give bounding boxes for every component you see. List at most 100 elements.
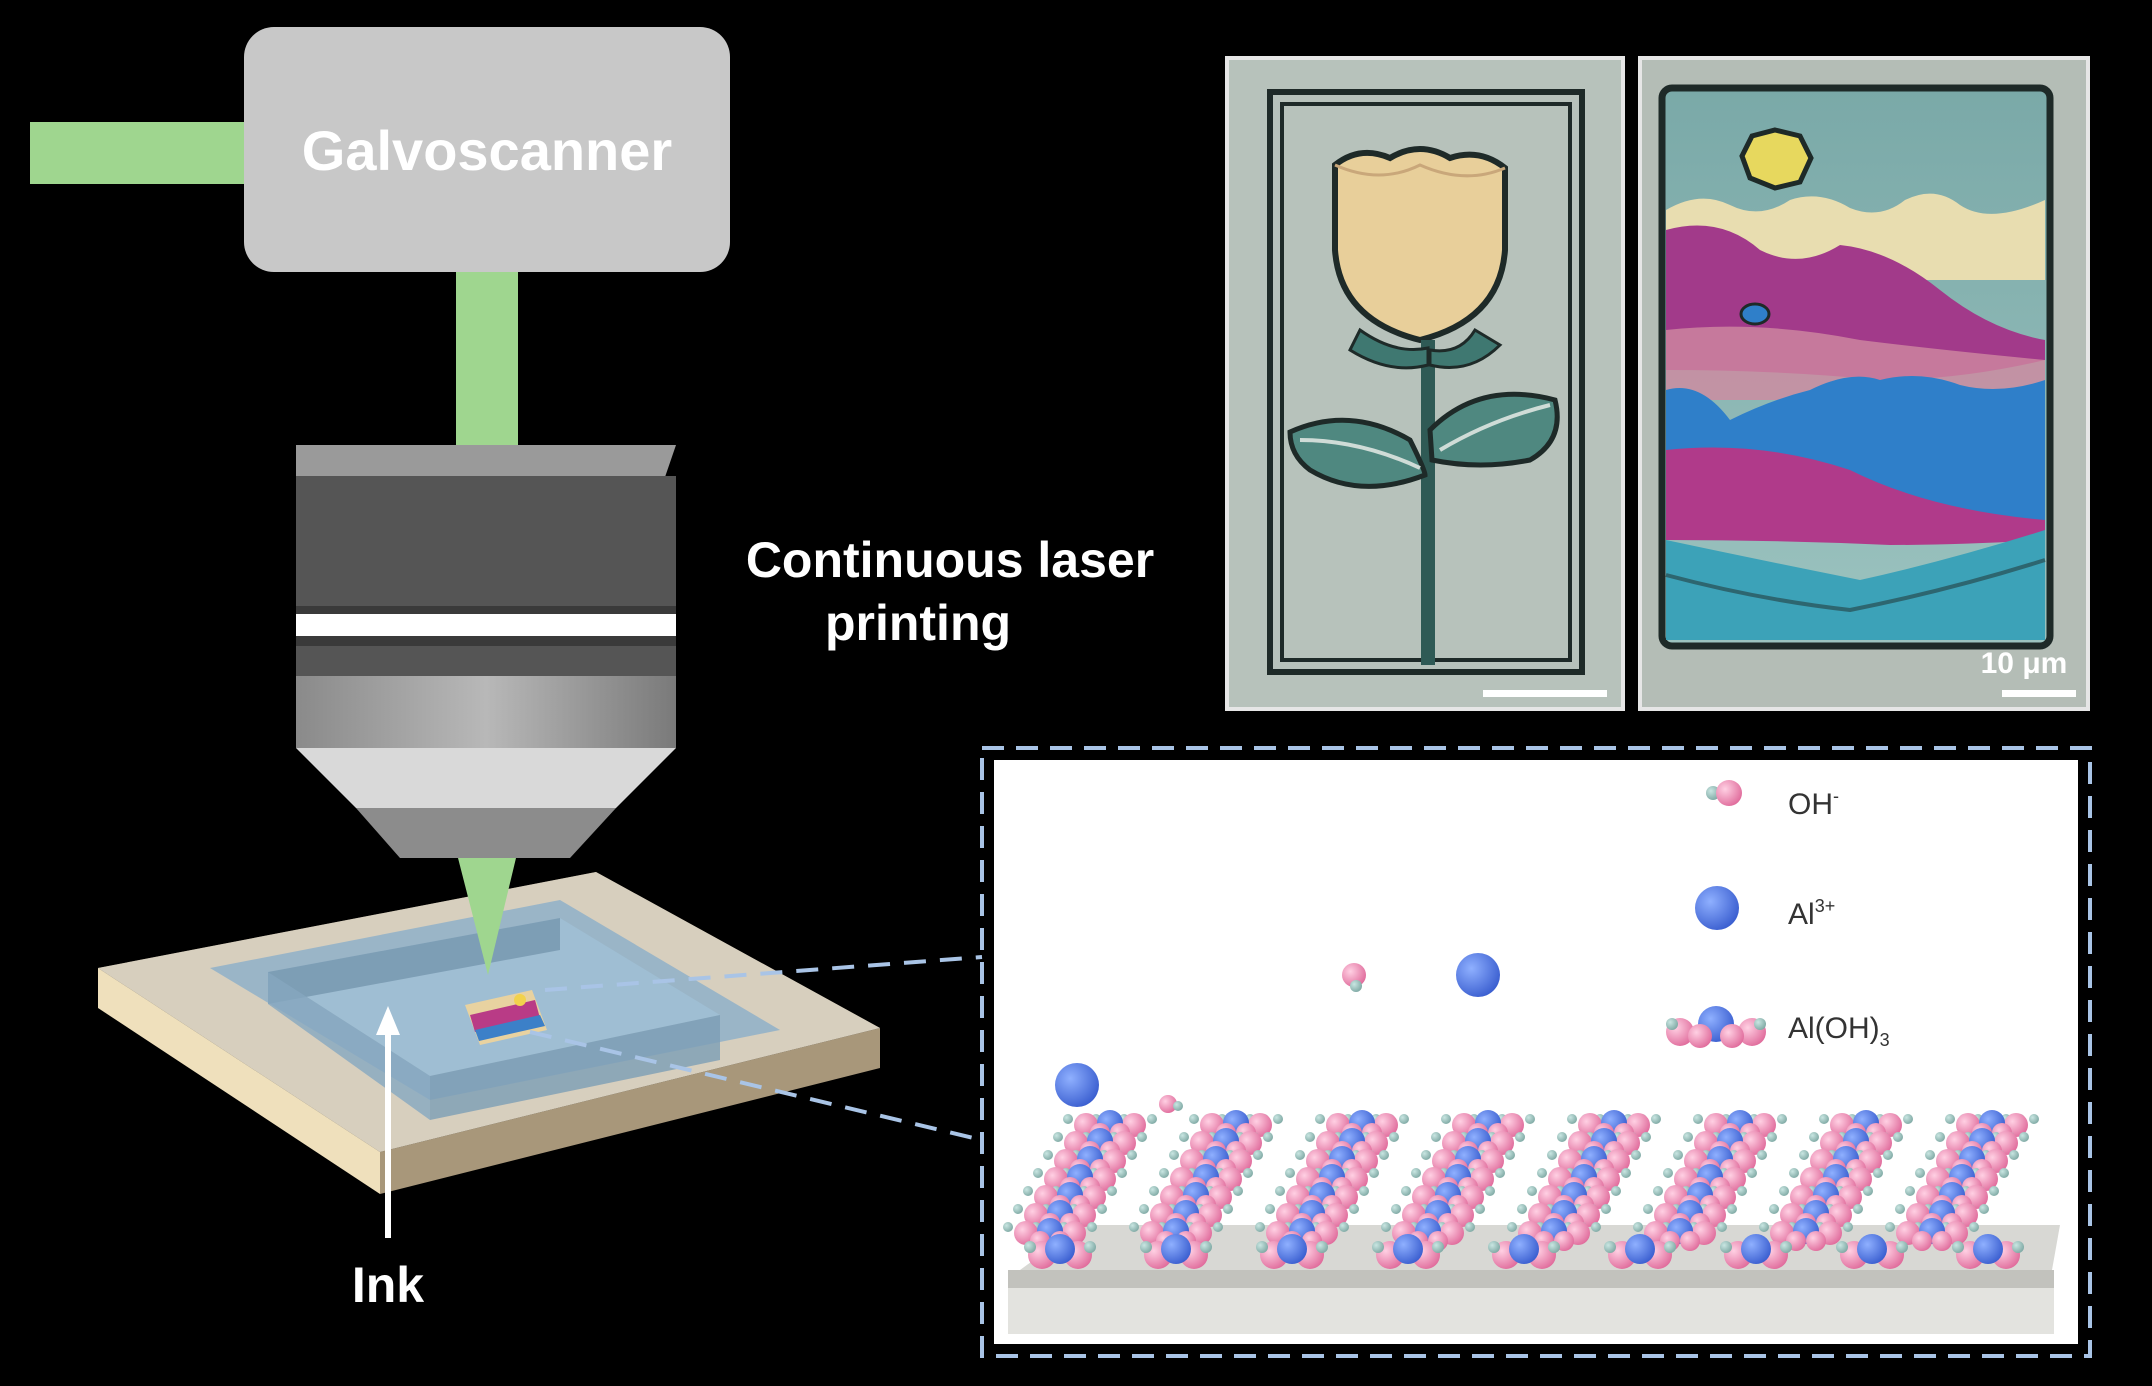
lattice-atom: [1915, 1168, 1925, 1178]
lattice-atom: [1885, 1222, 1895, 1232]
lattice-atom: [1401, 1186, 1411, 1196]
lattice-atom: [1023, 1186, 1033, 1196]
lattice-atom: [1633, 1222, 1643, 1232]
lattice-atom: [1935, 1132, 1945, 1142]
lattice-atom: [1989, 1186, 1999, 1196]
lattice-atom: [1285, 1168, 1295, 1178]
lattice-atom: [1741, 1234, 1771, 1264]
zoom-line-upper: [544, 955, 983, 992]
lattice-atom: [1857, 1234, 1887, 1264]
lattice-atom: [1393, 1234, 1423, 1264]
lattice-atom: [1275, 1186, 1285, 1196]
ink-arrow: [376, 1006, 400, 1238]
lattice-atom: [1925, 1150, 1935, 1160]
lattice-atom: [1780, 1241, 1792, 1253]
lattice-atom: [1895, 1204, 1905, 1214]
lattice-atom: [1505, 1150, 1515, 1160]
al-icon: [1695, 886, 1739, 930]
lattice-atom: [1243, 1168, 1253, 1178]
lattice-atom: [1896, 1241, 1908, 1253]
lattice-atom: [1339, 1222, 1349, 1232]
inset-substrate-front: [1008, 1284, 2054, 1334]
lattice-atom: [1399, 1114, 1409, 1124]
legend-aloh3: Al(OH)3: [1666, 1006, 1890, 1050]
lattice-atom: [1305, 1132, 1315, 1142]
laser-beam-horizontal: [30, 122, 250, 184]
lattice-atom: [1369, 1168, 1379, 1178]
lattice-atom: [1161, 1234, 1191, 1264]
lattice-atom: [1557, 1132, 1567, 1142]
oh-ion: [1159, 1095, 1183, 1113]
lattice-atom: [1757, 1150, 1767, 1160]
lattice-atom: [1129, 1222, 1139, 1232]
lattice-atom: [1873, 1168, 1883, 1178]
lattice-atom: [1381, 1222, 1391, 1232]
lattice-atom: [1421, 1150, 1431, 1160]
lattice-atom: [1836, 1241, 1848, 1253]
legend-al: Al3+: [1695, 886, 1835, 931]
lattice-atom: [1673, 1150, 1683, 1160]
lattice-atom: [1179, 1132, 1189, 1142]
lattice-atom: [1189, 1114, 1199, 1124]
lattice-atom: [1315, 1114, 1325, 1124]
lattice-atom: [1905, 1186, 1915, 1196]
lattice-atom: [1517, 1204, 1527, 1214]
lattice-atom: [1664, 1241, 1676, 1253]
lattice-atom: [1625, 1234, 1655, 1264]
scale-bar-rose: [1483, 690, 1607, 697]
lattice-atom: [1853, 1204, 1863, 1214]
process-label-line1: Continuous laser: [746, 532, 1154, 588]
lattice-atom: [1137, 1132, 1147, 1142]
lattice-atom: [1213, 1222, 1223, 1232]
lattice-atom: [1567, 1114, 1577, 1124]
lattice-atom: [1359, 1186, 1369, 1196]
lattice-atom: [1591, 1222, 1601, 1232]
lattice-atom: [1253, 1150, 1263, 1160]
lattice-atom: [1643, 1204, 1653, 1214]
lattice-atom: [1663, 1168, 1673, 1178]
lattice-atom: [1932, 1231, 1952, 1251]
galvoscanner-box: Galvoscanner: [244, 27, 730, 272]
lattice-atom: [1611, 1186, 1621, 1196]
legend-oh: OH-: [1706, 780, 1839, 821]
aloh3-icon: [1666, 1006, 1766, 1048]
lattice-atom: [1159, 1168, 1169, 1178]
lattice-atom: [1024, 1241, 1036, 1253]
lattice-atom: [1806, 1231, 1826, 1251]
lattice-atom: [1631, 1150, 1641, 1160]
lattice-atom: [1389, 1132, 1399, 1142]
lattice-atom: [1485, 1186, 1495, 1196]
lattice-atom: [1169, 1150, 1179, 1160]
focused-laser-cone: [458, 858, 516, 975]
lattice-atom: [1045, 1234, 1075, 1264]
lattice-atom: [1053, 1132, 1063, 1142]
lattice-atom: [1233, 1186, 1243, 1196]
molecular-inset: OH- Al3+ Al(OH)3: [980, 746, 2092, 1358]
lattice-atom: [1537, 1168, 1547, 1178]
micrograph-landscape: 10 μm: [1638, 56, 2090, 711]
scale-bar-label: 10 μm: [1981, 647, 2068, 680]
lattice-atom: [1411, 1168, 1421, 1178]
lattice-atom: [1819, 1114, 1829, 1124]
printed-sample-thumbnail: [465, 990, 547, 1045]
lattice-atom: [1759, 1222, 1769, 1232]
lattice-atom: [2029, 1114, 2039, 1124]
lattice-atom: [1525, 1114, 1535, 1124]
svg-text:Al(OH)3: Al(OH)3: [1788, 1012, 1890, 1050]
lattice-atom: [1349, 1204, 1359, 1214]
lattice-atom: [1509, 1234, 1539, 1264]
legend-al-label: Al: [1788, 898, 1815, 931]
lattice-atom: [2012, 1241, 2024, 1253]
lattice-atom: [1277, 1234, 1307, 1264]
zoom-line-lower: [529, 1030, 983, 1142]
lattice-atom: [1140, 1241, 1152, 1253]
lattice-atom: [1139, 1204, 1149, 1214]
lattice-atom: [1843, 1222, 1853, 1232]
lattice-atom: [1527, 1186, 1537, 1196]
lattice-atom: [1465, 1222, 1475, 1232]
lattice-atom: [1263, 1132, 1273, 1142]
lattice-atom: [1515, 1132, 1525, 1142]
legend-aloh3-sub: 3: [1880, 1030, 1890, 1050]
lattice-atom: [1777, 1114, 1787, 1124]
al-ion: [1055, 1063, 1099, 1107]
